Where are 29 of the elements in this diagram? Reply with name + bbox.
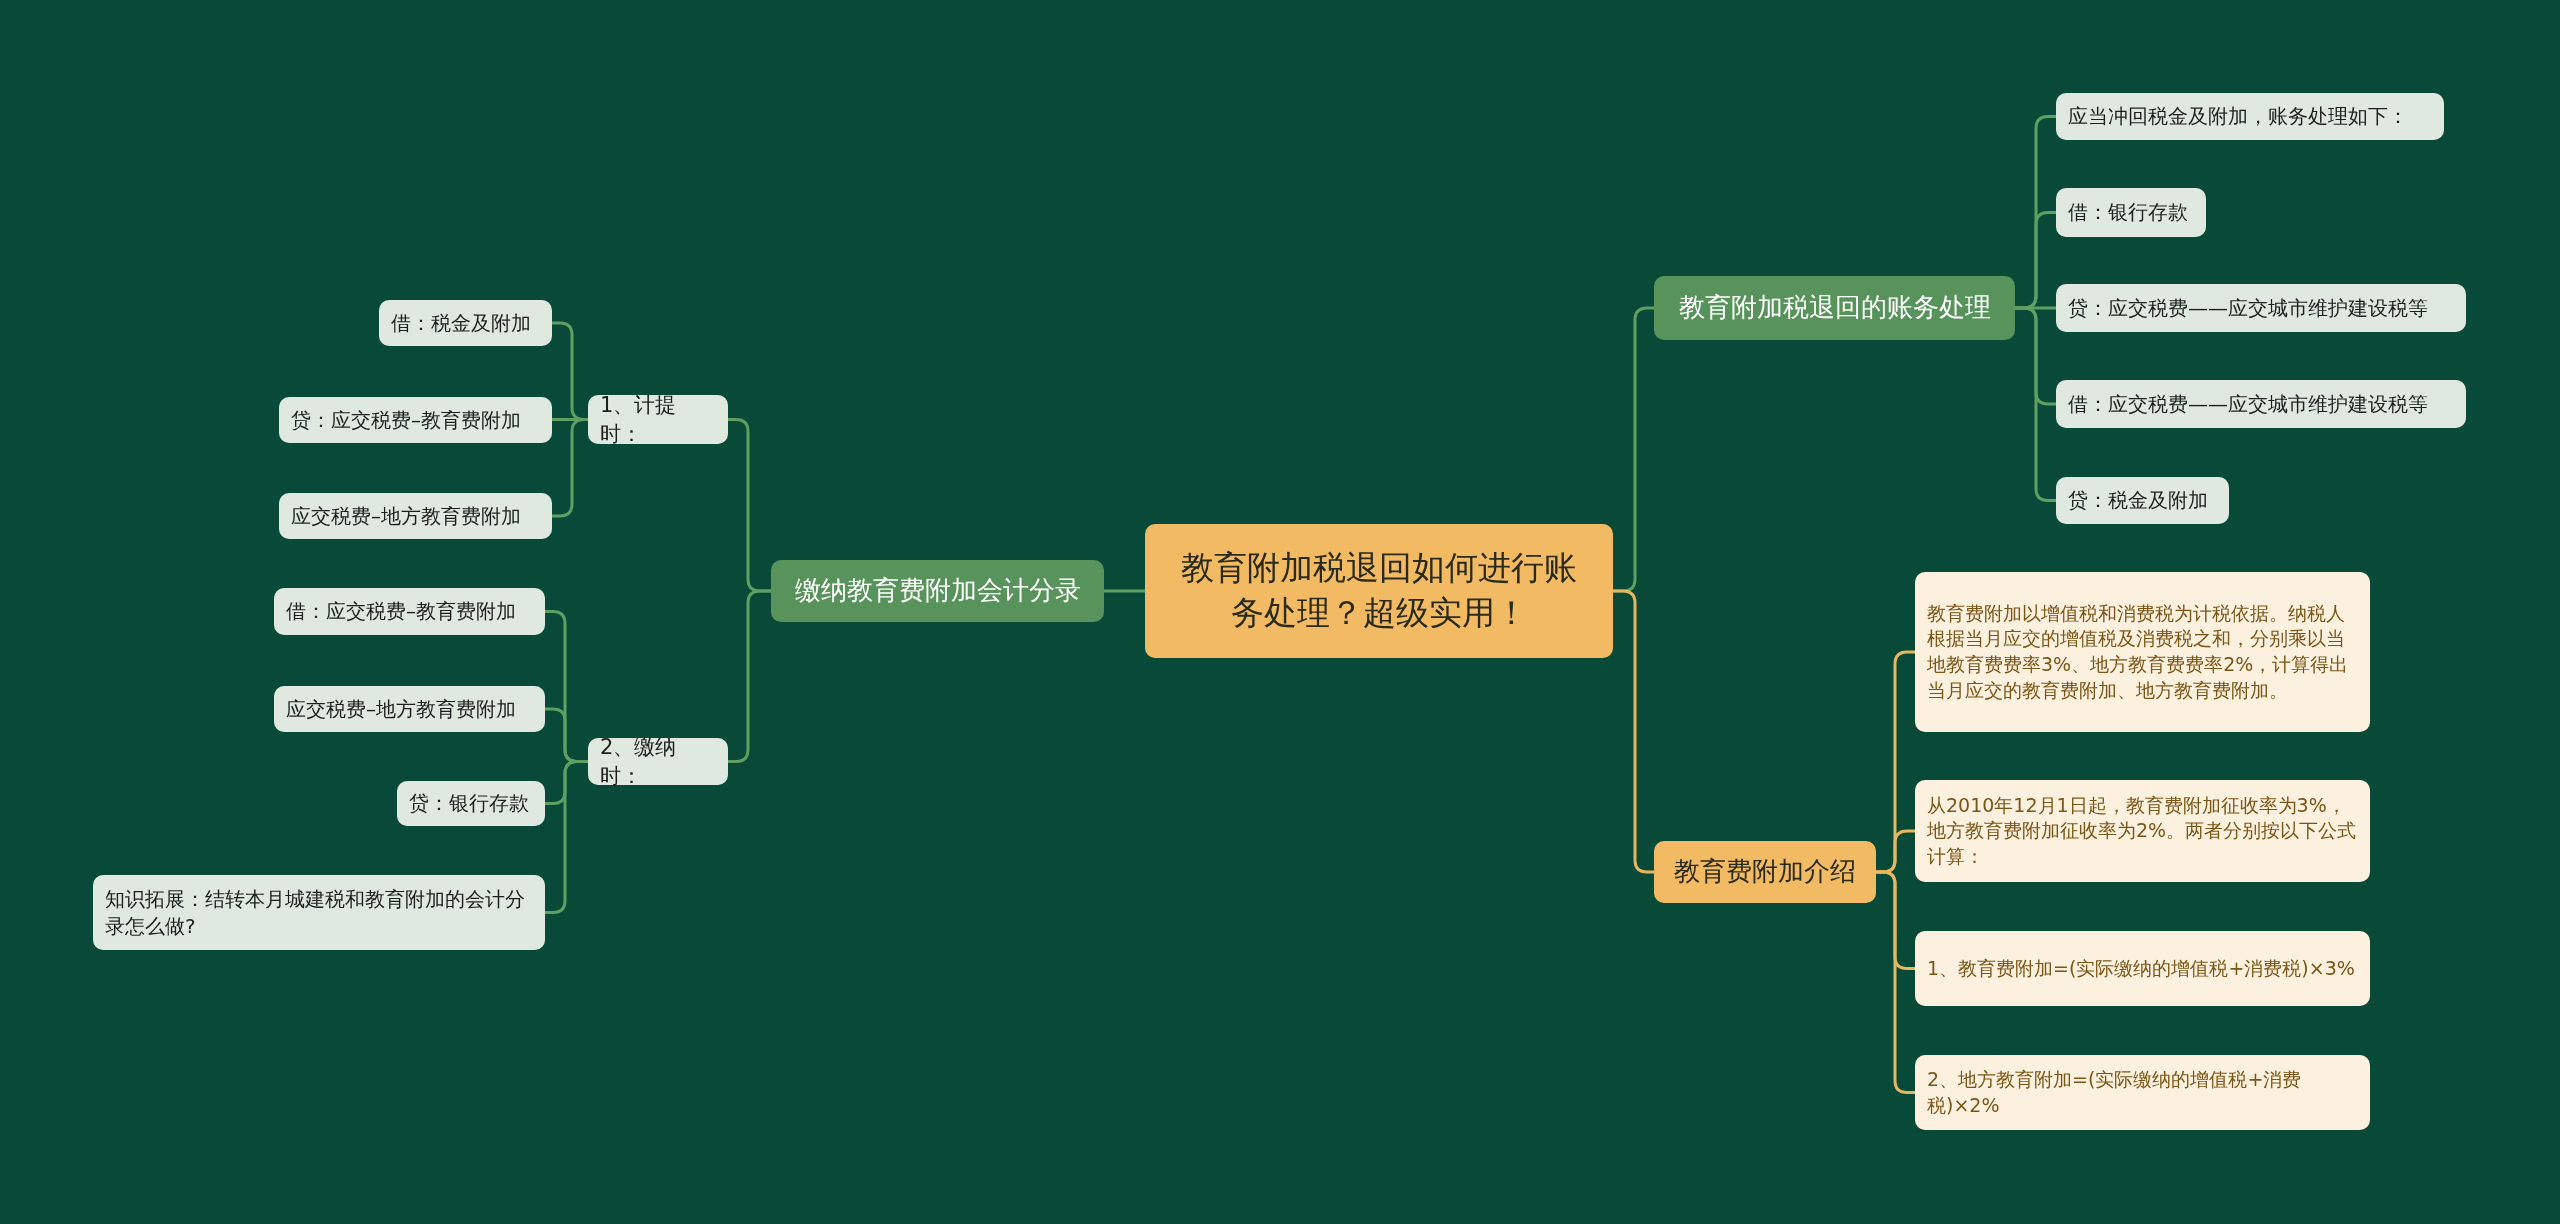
entry-box: 知识拓展：结转本月城建税和教育附加的会计分录怎么做? bbox=[93, 875, 545, 950]
entry-box: 借：税金及附加 bbox=[379, 300, 552, 346]
branch-box: 缴纳教育费附加会计分录 bbox=[771, 560, 1104, 622]
entry-box: 贷：银行存款 bbox=[397, 781, 545, 826]
entry-box: 应交税费–地方教育费附加 bbox=[279, 493, 552, 539]
entry-box: 借：应交税费–教育费附加 bbox=[274, 588, 545, 635]
connector bbox=[2015, 306, 2056, 502]
entry-box: 贷：税金及附加 bbox=[2056, 477, 2229, 524]
entry-box: 贷：应交税费–教育费附加 bbox=[279, 397, 552, 443]
subtopic-box: 2、缴纳时： bbox=[588, 738, 728, 785]
connector bbox=[1104, 589, 1145, 593]
note-box: 2、地方教育附加=(实际缴纳的增值税+消费税)×2% bbox=[1915, 1055, 2370, 1130]
note-box: 1、教育费附加=(实际缴纳的增值税+消费税)×3% bbox=[1915, 931, 2370, 1006]
connector bbox=[545, 760, 588, 914]
connector bbox=[1876, 870, 1915, 1094]
connector bbox=[552, 418, 588, 518]
entry-box: 应当冲回税金及附加，账务处理如下： bbox=[2056, 93, 2444, 140]
subtopic-box: 1、计提时： bbox=[588, 395, 728, 444]
entry-box: 借：银行存款 bbox=[2056, 188, 2206, 237]
topic-box: 教育附加税退回如何进行账务处理？超级实用！ bbox=[1145, 524, 1613, 658]
entry-box: 贷：应交税费——应交城市维护建设税等 bbox=[2056, 284, 2466, 332]
entry-box: 应交税费–地方教育费附加 bbox=[274, 686, 545, 732]
connector bbox=[1613, 589, 1654, 874]
note-box: 从2010年12月1日起，教育费附加征收率为3%，地方教育费附加征收率为2%。两者分别按以下公式计算： bbox=[1915, 780, 2370, 882]
branch-box: 教育费附加介绍 bbox=[1654, 841, 1876, 903]
branch-box: 教育附加税退回的账务处理 bbox=[1654, 276, 2015, 340]
entry-box: 借：应交税费——应交城市维护建设税等 bbox=[2056, 380, 2466, 428]
connector bbox=[728, 589, 771, 763]
note-box: 教育费附加以增值税和消费税为计税依据。纳税人根据当月应交的增值税及消费税之和，分别乘以当地教育费费率3%、地方教育费费率2%，计算得出当月应交的教育费附加、地方教育费附加。 bbox=[1915, 572, 2370, 732]
